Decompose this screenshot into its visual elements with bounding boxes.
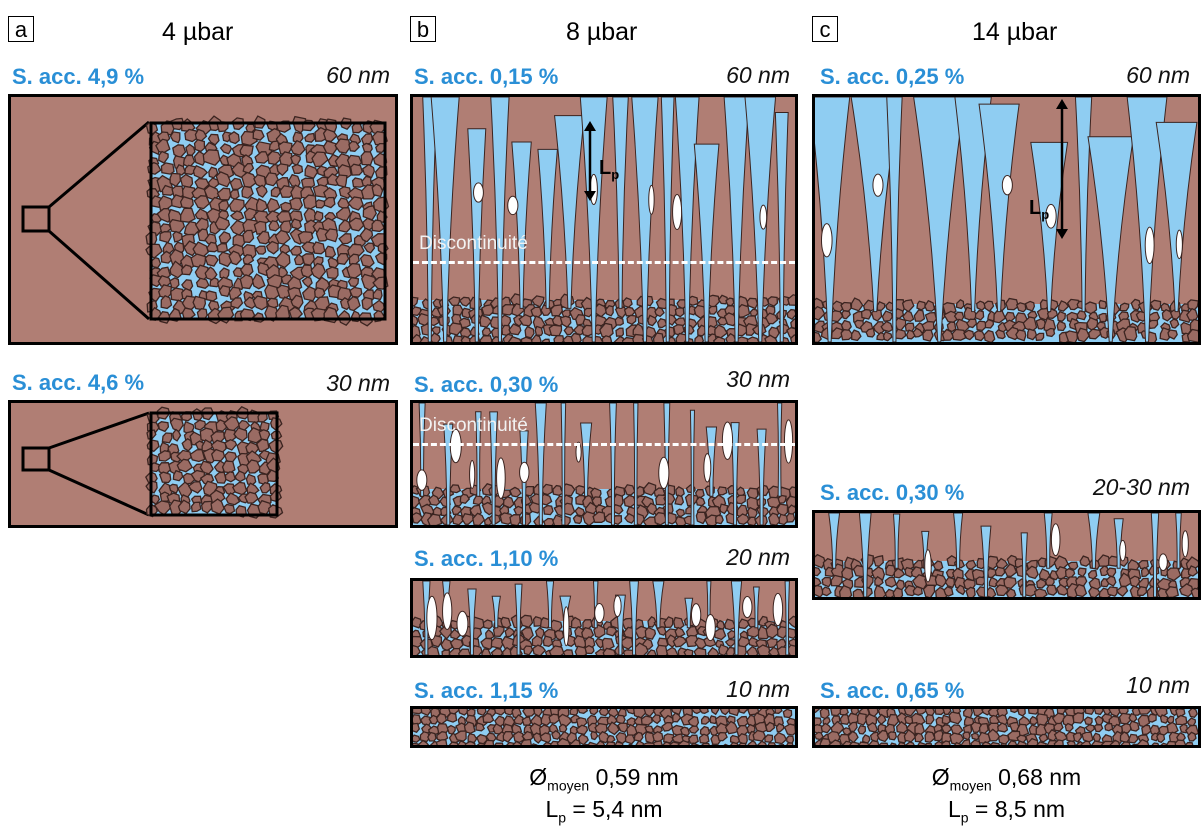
lp-label-c60: Lp [1029, 197, 1050, 222]
panel-label-c: c [812, 16, 838, 42]
sacc-c10: S. acc. 0,65 % [820, 678, 965, 703]
thickness-c10: 10 nm [1126, 672, 1190, 698]
thickness-c2030: 20-30 nm [1092, 474, 1190, 500]
film-a60 [8, 94, 398, 345]
columnar-structure-b30 [413, 403, 795, 525]
sacc-b30: S. acc. 0,30 % [414, 372, 559, 397]
granular-strip-c10 [815, 709, 1198, 745]
sacc-b10: S. acc. 1,15 % [414, 678, 559, 703]
lp-arrow-c60 [1056, 99, 1068, 239]
thickness-c60: 60 nm [1126, 62, 1190, 88]
film-b10 [410, 706, 798, 748]
lp-arrow-b60 [584, 121, 596, 201]
thickness-a60: 60 nm [326, 62, 390, 88]
thickness-a30: 30 nm [326, 370, 390, 396]
panel-label-b: b [410, 16, 436, 42]
film-b20 [410, 578, 798, 658]
columnar-structure-c2030 [815, 513, 1198, 597]
sacc-a60: S. acc. 4,9 % [12, 64, 145, 89]
stats-c-diameter: Ømoyen 0,68 nm [931, 764, 1082, 794]
lp-label-b60: Lp [599, 157, 620, 182]
film-b60: Discontinuité Lp [410, 94, 798, 345]
stats-b-diameter: Ømoyen 0,59 nm [529, 764, 679, 794]
columnar-structure-b60 [413, 97, 795, 342]
film-a30 [8, 400, 398, 528]
discontinuity-label-b30: Discontinuité [419, 415, 528, 436]
columnar-structure-b20 [413, 581, 795, 655]
sacc-c60: S. acc. 0,25 % [820, 64, 965, 89]
panel-title-b: 8 µbar [566, 18, 638, 46]
sacc-a30: S. acc. 4,6 % [12, 370, 145, 395]
panel-title-c: 14 µbar [972, 18, 1058, 46]
sacc-b60: S. acc. 0,15 % [414, 64, 559, 89]
sacc-c2030: S. acc. 0,30 % [820, 480, 965, 505]
film-b30: Discontinuité [410, 400, 798, 528]
panel-label-a: a [8, 16, 34, 42]
film-c2030 [812, 510, 1201, 600]
film-c60: Lp [812, 94, 1201, 345]
columnar-structure-c60 [815, 97, 1198, 342]
stats-b-lp: Lp = 5,4 nm [545, 796, 663, 826]
discontinuity-label-b60: Discontinuité [419, 233, 528, 254]
stats-c-lp: Lp = 8,5 nm [947, 796, 1066, 826]
film-c10 [812, 706, 1201, 748]
discontinuity-line-b30 [413, 443, 795, 446]
discontinuity-line-b60 [413, 261, 795, 264]
thickness-b10: 10 nm [726, 676, 790, 702]
granular-strip-b10 [413, 709, 795, 745]
thickness-b20: 20 nm [726, 544, 790, 570]
thickness-b30: 30 nm [726, 366, 790, 392]
panel-title-a: 4 µbar [162, 18, 234, 46]
sacc-b20: S. acc. 1,10 % [414, 546, 559, 571]
thickness-b60: 60 nm [726, 62, 790, 88]
